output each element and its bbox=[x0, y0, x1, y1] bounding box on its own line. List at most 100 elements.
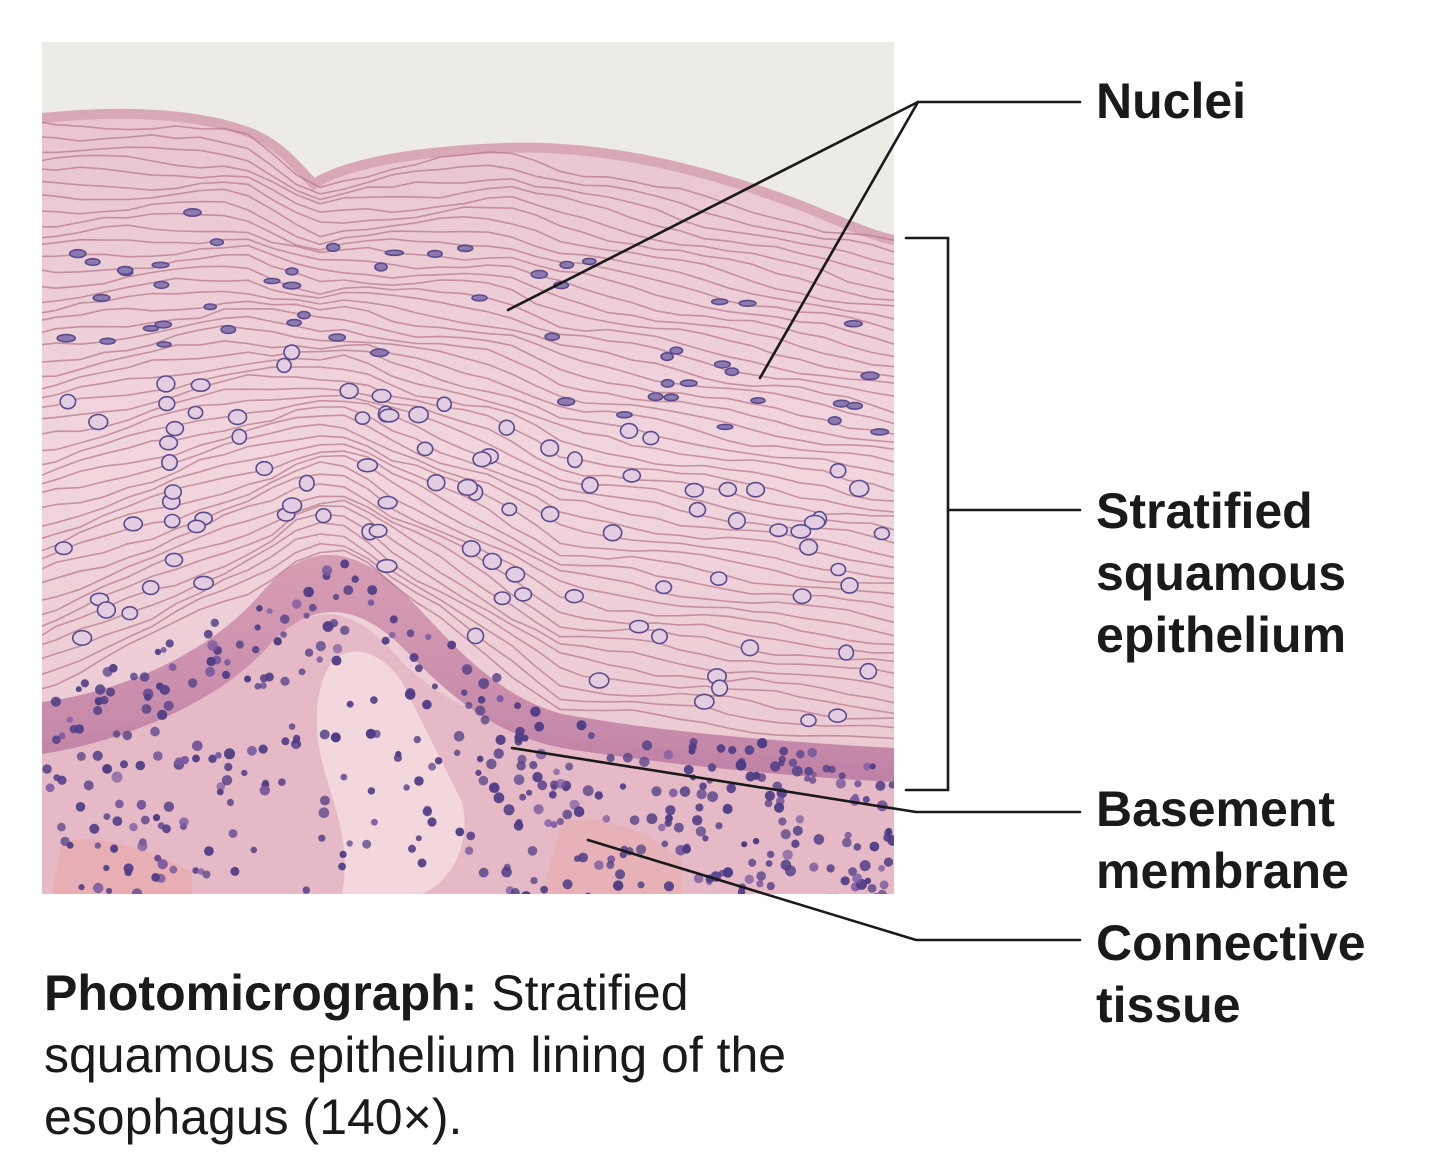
nucleus bbox=[259, 785, 270, 796]
nucleus bbox=[552, 281, 570, 290]
epithelium-bracket bbox=[904, 236, 950, 792]
nucleus bbox=[709, 571, 728, 586]
nuclei-label-text: Nuclei bbox=[1096, 73, 1247, 129]
nucleus bbox=[161, 453, 179, 471]
nucleus bbox=[59, 393, 77, 410]
nucleus bbox=[183, 208, 202, 218]
nucleus bbox=[574, 855, 581, 862]
nucleus bbox=[521, 734, 529, 742]
nucleus bbox=[137, 799, 146, 809]
nucleus bbox=[291, 599, 302, 609]
nucleus bbox=[109, 663, 118, 673]
nucleus bbox=[315, 508, 332, 524]
cell-border-line bbox=[42, 224, 894, 346]
nucleus bbox=[135, 760, 146, 771]
nucleus bbox=[78, 884, 85, 891]
nucleus bbox=[106, 887, 113, 894]
nucleus bbox=[688, 501, 707, 518]
nucleus bbox=[190, 378, 211, 392]
cell-border-line bbox=[42, 549, 894, 740]
nucleus bbox=[780, 829, 791, 840]
nucleus bbox=[642, 430, 660, 446]
nucleus bbox=[320, 795, 330, 806]
nucleus bbox=[122, 730, 133, 741]
nucleus bbox=[259, 682, 267, 689]
nucleus bbox=[782, 849, 793, 860]
nucleus bbox=[514, 587, 533, 602]
nucleus bbox=[280, 676, 290, 686]
nucleus bbox=[503, 863, 511, 871]
nucleus bbox=[428, 762, 436, 771]
nucleus bbox=[702, 835, 709, 842]
nucleus bbox=[298, 668, 306, 676]
nucleus bbox=[695, 826, 707, 837]
nucleus bbox=[461, 664, 473, 675]
nucleus bbox=[527, 846, 538, 856]
nucleus bbox=[778, 817, 787, 826]
nucleus bbox=[280, 614, 290, 624]
nucleus bbox=[258, 744, 268, 754]
nucleus bbox=[158, 395, 176, 412]
nucleus bbox=[92, 293, 111, 302]
nucleus bbox=[422, 806, 432, 817]
nucleus bbox=[650, 628, 668, 645]
nucleus bbox=[151, 873, 161, 882]
nucleus bbox=[187, 405, 204, 420]
nucleus bbox=[559, 260, 575, 270]
nucleus bbox=[154, 320, 173, 329]
nucleus bbox=[752, 837, 760, 845]
nucleus bbox=[564, 588, 584, 604]
nucleus bbox=[230, 866, 240, 876]
nucleus bbox=[695, 803, 704, 812]
nucleus bbox=[513, 774, 525, 786]
nucleus bbox=[415, 835, 422, 842]
nucleus bbox=[280, 631, 287, 638]
nucleus bbox=[792, 825, 803, 836]
nucleus bbox=[852, 873, 863, 884]
nucleus bbox=[791, 765, 803, 777]
nucleus bbox=[221, 775, 233, 786]
nucleus bbox=[224, 659, 231, 666]
nucleus bbox=[809, 862, 819, 872]
nucleus bbox=[716, 423, 734, 431]
nucleus bbox=[112, 816, 123, 826]
nucleus bbox=[116, 265, 134, 276]
nucleus bbox=[283, 344, 301, 361]
nucleus bbox=[102, 764, 112, 774]
nucleus bbox=[157, 859, 168, 870]
nucleus bbox=[224, 748, 235, 760]
nucleus bbox=[530, 706, 541, 717]
nucleus bbox=[873, 526, 891, 541]
nucleus bbox=[139, 672, 150, 682]
nucleus bbox=[165, 639, 174, 648]
nucleus bbox=[99, 337, 116, 345]
nucleus bbox=[130, 672, 138, 681]
nucleus bbox=[66, 716, 73, 723]
nucleus bbox=[376, 558, 398, 574]
nucleus bbox=[859, 662, 878, 680]
nucleus bbox=[646, 813, 658, 825]
nucleus bbox=[606, 753, 615, 763]
nucleus bbox=[94, 842, 101, 849]
nucleus bbox=[663, 393, 680, 402]
nucleus bbox=[75, 686, 82, 693]
nucleus bbox=[153, 280, 170, 290]
nucleus bbox=[321, 565, 333, 576]
nucleus bbox=[372, 729, 381, 739]
nucleus bbox=[124, 868, 132, 877]
nucleus bbox=[169, 865, 178, 874]
cell-border-line bbox=[42, 277, 894, 397]
nucleus bbox=[493, 792, 505, 804]
nucleus bbox=[615, 869, 626, 880]
nucleus bbox=[533, 804, 544, 815]
nucleus bbox=[860, 371, 880, 381]
nucleus bbox=[227, 409, 248, 426]
nucleus bbox=[332, 644, 343, 654]
nucleus bbox=[111, 771, 123, 783]
stratified-squamous-epithelium-label: Stratified squamous epithelium bbox=[1096, 480, 1346, 666]
nucleus bbox=[413, 735, 421, 744]
nucleus bbox=[532, 771, 543, 783]
nucleus bbox=[338, 862, 346, 871]
nucleus bbox=[262, 779, 269, 787]
nucleus bbox=[466, 627, 485, 645]
